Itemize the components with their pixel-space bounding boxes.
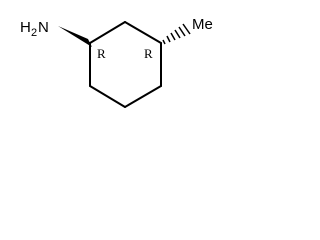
amine-h-count: 2 [31, 27, 37, 39]
molecule-structure: H 2 N Me R R [20, 16, 213, 108]
methyl-label: Me [192, 16, 213, 33]
ring-bond-c2-c3 [124, 21, 162, 44]
ring-bond-c1-c2 [89, 21, 126, 44]
hashed-bond-c3-methyl [162, 23, 191, 45]
stereo-descriptor-c3: R [144, 46, 153, 61]
ring-bond-c5-c6 [89, 85, 126, 108]
ring-bond-c4-c5 [124, 85, 162, 108]
amine-n-label: N [38, 19, 49, 36]
stereo-descriptor-c1: R [97, 46, 106, 61]
wedge-bond-c1-n [58, 26, 92, 47]
amine-h-label: H [20, 19, 31, 36]
